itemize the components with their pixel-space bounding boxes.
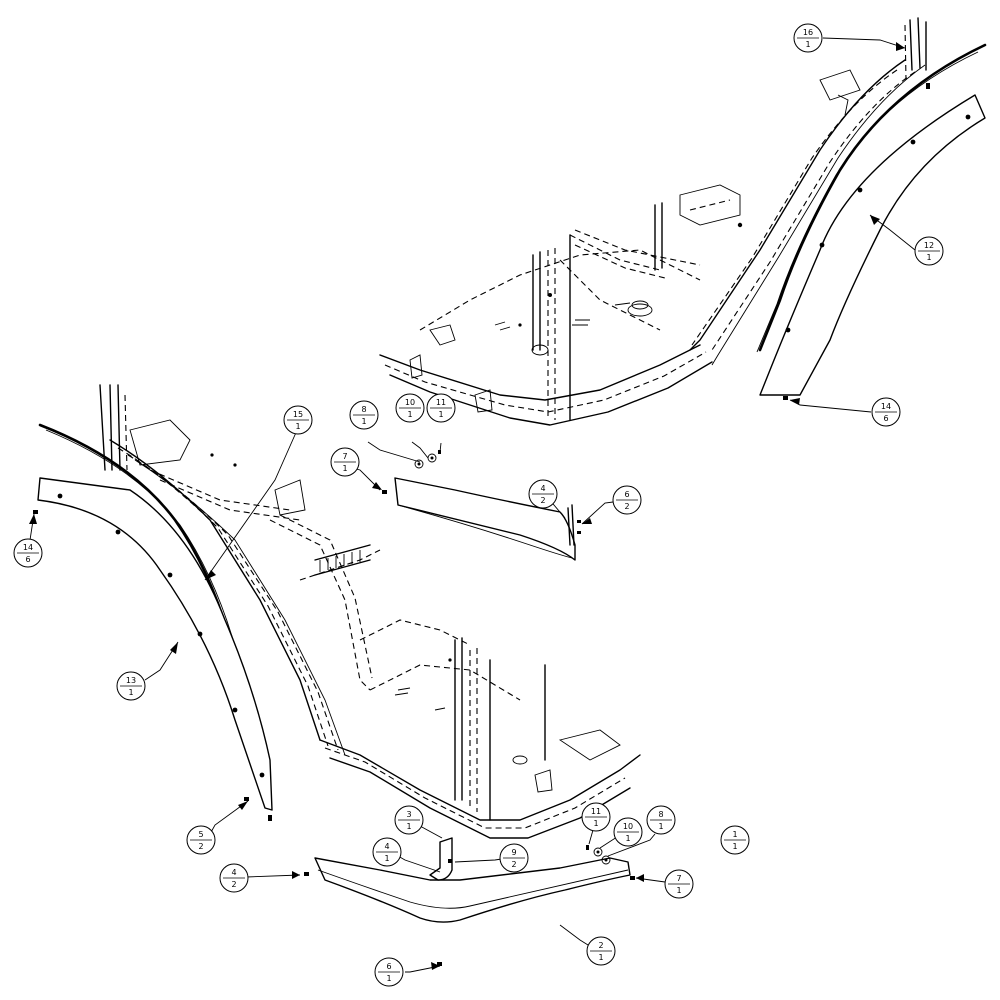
small-shield-panel [394,477,576,561]
callout-quantity: 1 [805,40,810,49]
callout-8-1-lower: 8 1 [646,805,676,835]
callout-quantity: 2 [540,496,545,505]
callout-number: 3 [406,810,411,819]
callout-10-1-upper: 10 1 [395,393,425,423]
callout-quantity: 1 [438,410,443,419]
callout-number: 9 [511,848,516,857]
callout-8-1-upper: 8 1 [349,400,379,430]
callout-15-1: 15 1 [283,405,313,435]
callout-11-1-upper: 11 1 [426,393,456,423]
callout-quantity: 1 [386,974,391,983]
right-fender-molding [758,43,987,352]
callout-number: 10 [405,398,415,407]
callout-quantity: 1 [361,417,366,426]
callout-9-2: 9 2 [499,843,529,873]
callout-3-1: 3 1 [394,805,424,835]
callout-1-1: 1 1 [720,825,750,855]
callout-6-1: 6 1 [374,957,404,987]
callout-4-1: 4 1 [372,837,402,867]
callout-quantity: 1 [342,464,347,473]
callout-7-1-upper: 7 1 [330,447,360,477]
callout-quantity: 6 [25,555,30,564]
callout-quantity: 1 [295,422,300,431]
callout-12-1: 12 1 [914,236,944,266]
callout-quantity: 1 [128,688,133,697]
callout-quantity: 1 [625,834,630,843]
callout-quantity: 1 [658,822,663,831]
callout-quantity: 1 [593,819,598,828]
lower-chassis-frame [99,384,641,839]
callout-11-1-lower: 11 1 [581,802,611,832]
callout-quantity: 1 [732,842,737,851]
callout-quantity: 1 [598,953,603,962]
callout-quantity: 1 [676,886,681,895]
fasteners [33,83,930,966]
callout-quantity: 1 [407,410,412,419]
leader-lines [29,37,916,973]
callout-quantity: 2 [511,860,516,869]
callout-number: 12 [924,241,934,250]
callout-14-6-left: 14 6 [13,538,43,568]
callout-number: 8 [361,405,366,414]
callout-7-1-lower: 7 1 [664,869,694,899]
callout-5-2: 5 2 [186,825,216,855]
right-fender-extension [759,94,986,396]
callout-number: 14 [881,402,891,411]
upper-chassis-frame [379,17,927,426]
callout-number: 1 [732,830,737,839]
callout-number: 2 [598,941,603,950]
callout-quantity: 1 [384,854,389,863]
callout-number: 4 [231,868,236,877]
callout-10-1-lower: 10 1 [613,817,643,847]
callout-16-1: 16 1 [793,23,823,53]
callout-4-2-lower: 4 2 [219,863,249,893]
callout-14-6-right: 14 6 [871,397,901,427]
callout-2-1: 2 1 [586,936,616,966]
callout-number: 13 [126,676,136,685]
callout-number: 15 [293,410,303,419]
large-shield-panel [314,837,631,923]
callout-quantity: 2 [624,502,629,511]
left-fender-extension [37,477,273,811]
callout-number: 11 [591,807,601,816]
callout-number: 11 [436,398,446,407]
callout-number: 6 [624,490,629,499]
callout-6-2-upper: 6 2 [612,485,642,515]
callout-13-1: 13 1 [116,671,146,701]
callout-number: 8 [658,810,663,819]
callout-number: 4 [540,484,545,493]
callout-quantity: 6 [883,414,888,423]
callout-number: 16 [803,28,813,37]
callout-number: 4 [384,842,389,851]
callout-quantity: 2 [198,842,203,851]
callout-number: 5 [198,830,203,839]
callout-number: 7 [676,874,681,883]
callout-number: 10 [623,822,633,831]
callout-quantity: 1 [406,822,411,831]
callout-quantity: 1 [926,253,931,262]
callout-number: 7 [342,452,347,461]
callout-4-2-upper: 4 2 [528,479,558,509]
callout-number: 6 [386,962,391,971]
callout-number: 14 [23,543,33,552]
callout-quantity: 2 [231,880,236,889]
